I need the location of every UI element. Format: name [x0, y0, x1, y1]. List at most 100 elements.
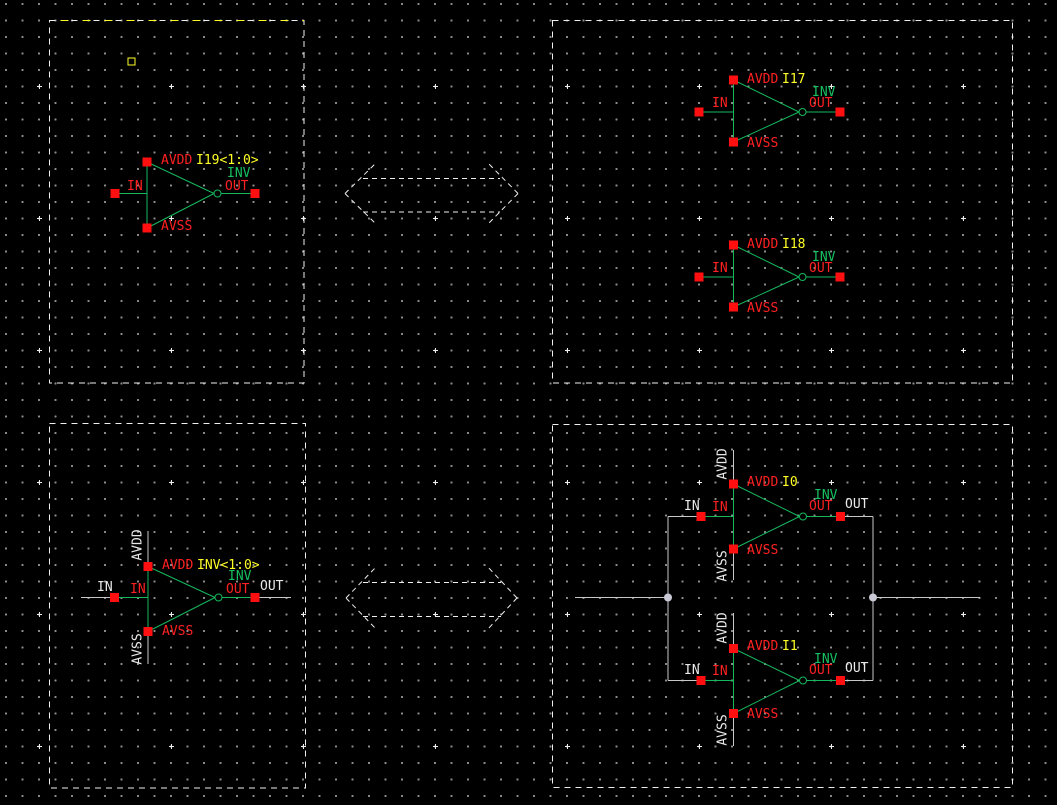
- in-pin-label[interactable]: IN: [127, 179, 143, 194]
- grid-plus-mark: [961, 84, 966, 89]
- grid-plus-mark: [961, 612, 966, 617]
- avdd-pin[interactable]: [143, 562, 153, 571]
- avdd-pin[interactable]: [729, 644, 738, 653]
- out-net-wire-label[interactable]: OUT: [845, 497, 869, 512]
- in-pin-label[interactable]: IN: [712, 664, 728, 679]
- out-net-label[interactable]: INV: [814, 488, 838, 503]
- transform-arrow-top[interactable]: [344, 161, 519, 226]
- out-net-label[interactable]: INV: [812, 85, 836, 100]
- out-net-label[interactable]: INV: [227, 166, 251, 181]
- in-pin-label[interactable]: IN: [712, 261, 728, 276]
- avdd-rail-label[interactable]: AVDD: [715, 448, 731, 480]
- avdd-pin-label[interactable]: AVDD: [747, 237, 779, 252]
- out-net-label[interactable]: INV: [228, 569, 252, 584]
- in-pin[interactable]: [110, 189, 120, 198]
- out-pin-label[interactable]: OUT: [809, 96, 833, 111]
- instance-name-label[interactable]: I0: [782, 475, 798, 490]
- in-pin-label[interactable]: IN: [130, 582, 146, 597]
- instance-name-label[interactable]: I18: [782, 237, 806, 252]
- grid-plus-mark: [961, 216, 966, 221]
- avss-pin[interactable]: [142, 223, 152, 233]
- avss-rail-label[interactable]: AVSS: [715, 550, 731, 582]
- out-pin-label[interactable]: OUT: [809, 663, 833, 678]
- inverter-symbol-INV[interactable]: [81, 531, 291, 664]
- avdd-rail-label[interactable]: AVDD: [130, 529, 146, 561]
- avss-pin[interactable]: [143, 627, 153, 636]
- grid-plus-mark: [829, 480, 834, 485]
- avdd-pin-label[interactable]: AVDD: [747, 72, 779, 87]
- avss-pin-label[interactable]: AVSS: [747, 301, 779, 316]
- grid-plus-mark: [829, 216, 834, 221]
- instance-name-label[interactable]: I1: [782, 639, 798, 654]
- avdd-pin-label[interactable]: AVDD: [747, 475, 779, 490]
- instance-name-label[interactable]: I19<1:0>: [196, 153, 259, 168]
- in-net-label[interactable]: IN: [97, 580, 113, 595]
- parallel-bus-wires[interactable]: [575, 516, 980, 681]
- out-pin[interactable]: [836, 676, 845, 685]
- inverter-symbol-I19[interactable]: [110, 157, 260, 233]
- out-net-label[interactable]: INV: [814, 652, 838, 667]
- avdd-pin[interactable]: [142, 157, 152, 167]
- selection-box-bottom-left[interactable]: [49, 423, 306, 789]
- out-net-wire-label[interactable]: OUT: [260, 579, 284, 594]
- avdd-pin[interactable]: [729, 479, 738, 489]
- selection-box-bottom-right[interactable]: [552, 424, 1013, 788]
- grid-plus-mark: [169, 744, 174, 749]
- avss-rail-label[interactable]: AVSS: [130, 633, 146, 665]
- out-pin-label[interactable]: OUT: [225, 179, 249, 194]
- in-net-label[interactable]: IN: [684, 499, 700, 514]
- avss-pin-label[interactable]: AVSS: [162, 624, 194, 639]
- avdd-rail-label[interactable]: AVDD: [715, 612, 731, 644]
- avss-pin-label[interactable]: AVSS: [747, 136, 779, 151]
- in-net-label[interactable]: IN: [684, 663, 700, 678]
- grid-plus-mark: [961, 744, 966, 749]
- avss-pin[interactable]: [729, 709, 738, 718]
- avss-pin-label[interactable]: AVSS: [161, 219, 193, 234]
- avss-pin-label[interactable]: AVSS: [747, 543, 779, 558]
- avss-pin[interactable]: [729, 302, 738, 312]
- out-pin[interactable]: [250, 189, 260, 198]
- avdd-pin[interactable]: [729, 240, 738, 250]
- in-pin[interactable]: [694, 272, 704, 282]
- out-pin[interactable]: [836, 512, 845, 521]
- avdd-pin-label[interactable]: AVDD: [747, 639, 779, 654]
- avss-pin[interactable]: [729, 137, 738, 147]
- out-pin[interactable]: [835, 272, 845, 282]
- grid-plus-mark: [961, 348, 966, 353]
- avss-pin-label[interactable]: AVSS: [747, 707, 779, 722]
- selection-box-top-right[interactable]: [552, 20, 1013, 384]
- inverter-symbol-I18[interactable]: [694, 240, 845, 312]
- in-pin[interactable]: [694, 107, 704, 117]
- grid-plus-mark: [169, 612, 174, 617]
- transform-arrow-bottom[interactable]: [345, 565, 518, 631]
- avdd-pin[interactable]: [729, 75, 738, 85]
- in-pin[interactable]: [696, 676, 706, 685]
- avss-pin[interactable]: [729, 544, 738, 554]
- grid-plus-mark: [37, 480, 42, 485]
- avdd-pin-label[interactable]: AVDD: [162, 558, 194, 573]
- inverter-symbol-I17[interactable]: [694, 75, 845, 147]
- in-pin-label[interactable]: IN: [712, 96, 728, 111]
- out-pin-label[interactable]: OUT: [809, 499, 833, 514]
- inverter-bubble: [798, 108, 807, 116]
- in-pin[interactable]: [696, 512, 706, 521]
- in-pin[interactable]: [110, 593, 119, 602]
- inverter-symbol-I1[interactable]: [696, 613, 846, 746]
- out-pin-label[interactable]: OUT: [809, 261, 833, 276]
- out-pin[interactable]: [835, 107, 845, 117]
- in-pin-label[interactable]: IN: [712, 500, 728, 515]
- wire-left-bus: [667, 516, 701, 681]
- wire-junction-dot: [869, 593, 877, 602]
- inverter-symbol-I0[interactable]: [696, 450, 846, 580]
- out-pin[interactable]: [250, 593, 260, 602]
- avdd-pin-label[interactable]: AVDD: [161, 153, 193, 168]
- out-net-wire-label[interactable]: OUT: [845, 661, 869, 676]
- instance-name-label[interactable]: I17: [782, 72, 806, 87]
- selection-box-top-left[interactable]: [49, 20, 305, 384]
- out-net-label[interactable]: INV: [812, 250, 836, 265]
- origin-marker[interactable]: [127, 57, 136, 66]
- avss-rail-label[interactable]: AVSS: [715, 714, 731, 746]
- instance-name-label[interactable]: INV<1:0>: [197, 558, 260, 573]
- out-pin-label[interactable]: OUT: [226, 582, 250, 597]
